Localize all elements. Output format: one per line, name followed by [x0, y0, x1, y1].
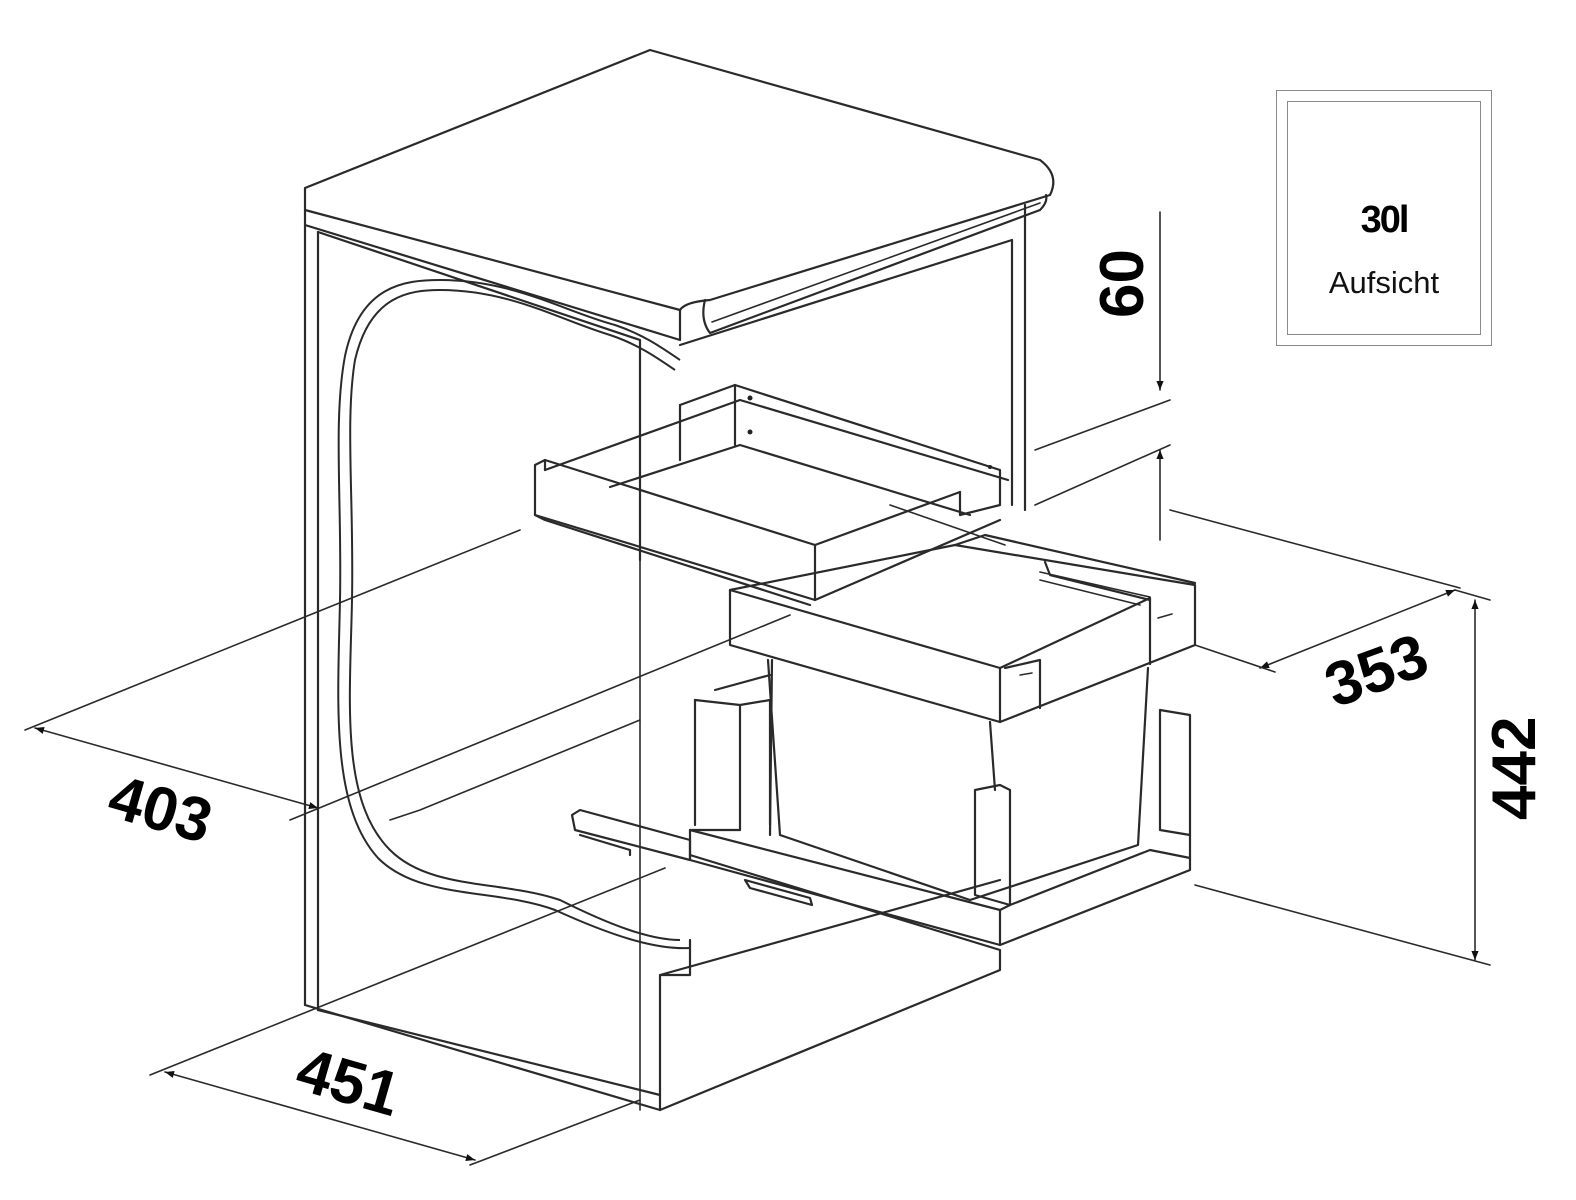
worktop [303, 48, 1055, 312]
runner-rail [570, 808, 692, 862]
dimension-451: 451 [289, 1035, 407, 1130]
side-panel-right [1010, 203, 1027, 512]
dimension-403: 403 [101, 762, 219, 857]
top-tray [533, 383, 1010, 607]
dimension-lines [24, 211, 1491, 1166]
side-panel-left [303, 223, 320, 1012]
bin-volume-label: 30l [1360, 199, 1410, 241]
dimension-353: 353 [1316, 621, 1437, 721]
top-view-inset: 30l Aufsicht [1276, 90, 1492, 346]
dimension-60: 60 [1088, 249, 1157, 318]
waste-bin [766, 658, 1150, 902]
plinth [303, 853, 1002, 1112]
dimension-442: 442 [1480, 717, 1549, 820]
top-view-caption: Aufsicht [1328, 265, 1440, 300]
top-view-outline [1287, 101, 1481, 335]
flexible-hose [348, 288, 681, 941]
pullout-frame [570, 533, 1197, 947]
cabinet [303, 48, 1055, 1112]
